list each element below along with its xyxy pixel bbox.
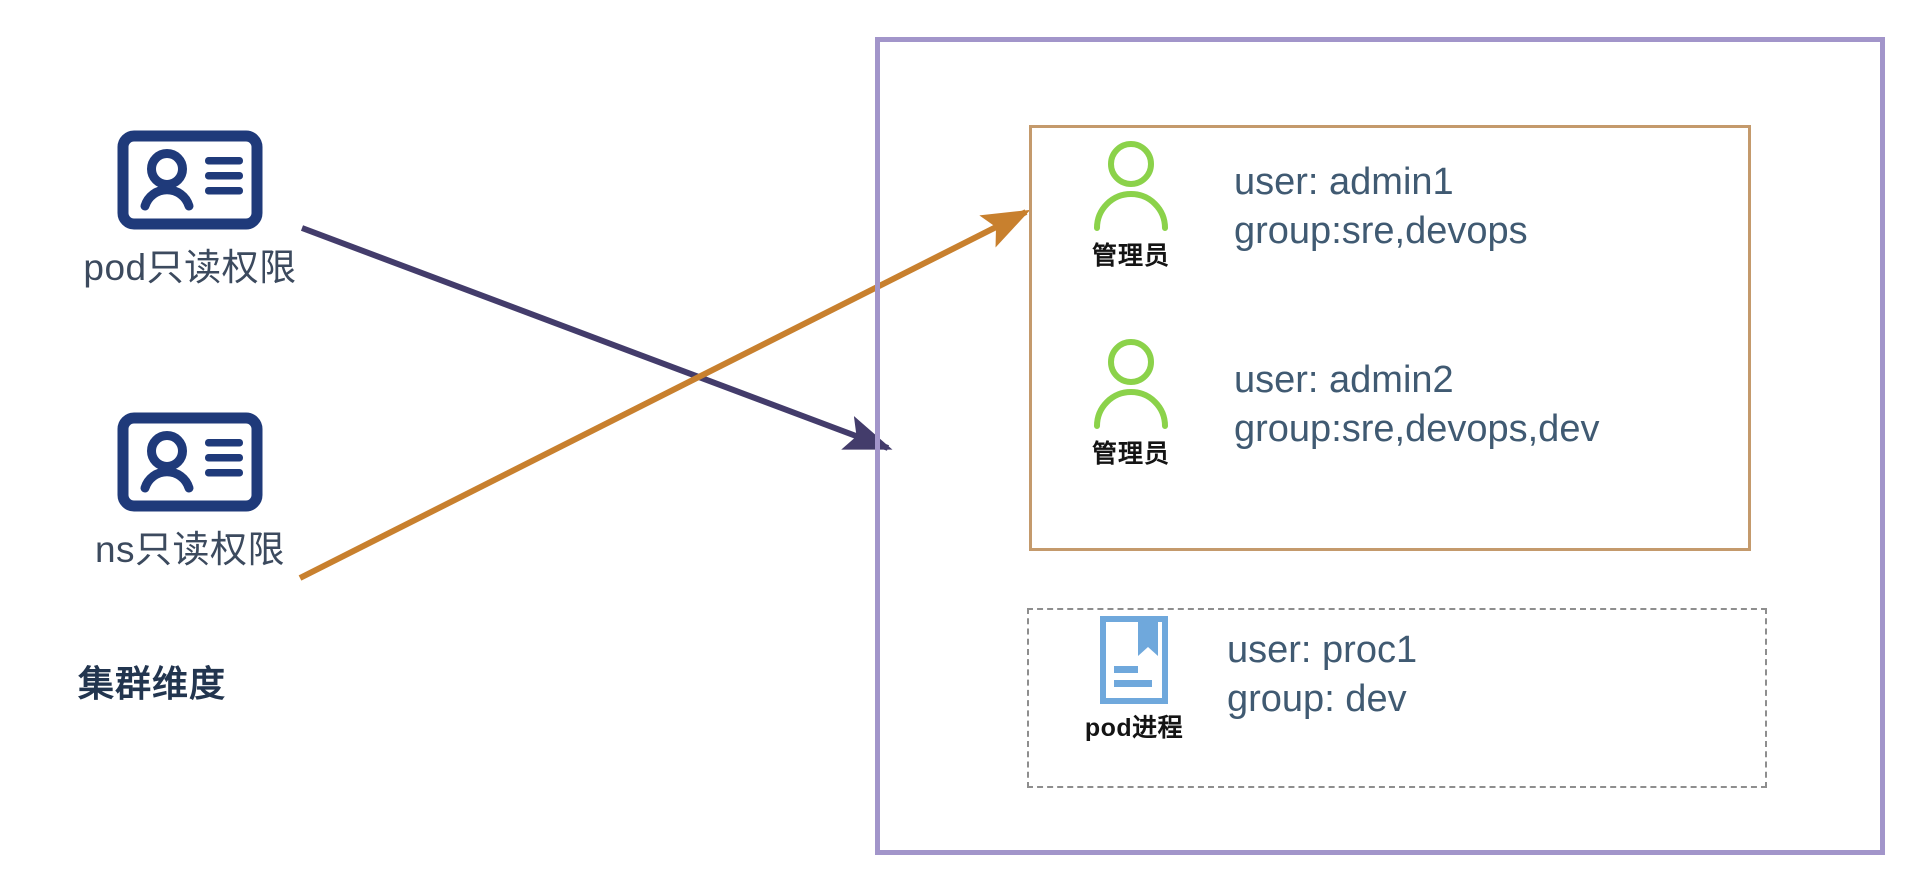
admin-identity-lines: user: admin2 group:sre,devops,dev [1234, 356, 1599, 453]
admin-user-line: user: admin2 [1234, 359, 1454, 401]
admin-group-box: 管理员 user: admin1 group:sre,devops 管理员 us… [1029, 125, 1751, 551]
id-card-icon [117, 130, 263, 230]
pod-to-cluster-arrow [300, 225, 893, 451]
pod-process-identity-lines: user: proc1 group: dev [1227, 626, 1417, 723]
admin-role-label: 管理员 [1091, 242, 1170, 270]
admin-entry-row[interactable]: 管理员 user: admin2 group:sre,devops,dev [1056, 334, 1599, 470]
admin-icon-cell: 管理员 [1056, 334, 1206, 470]
person-icon [1094, 339, 1168, 429]
id-card-icon [117, 412, 263, 512]
admin-role-label: 管理员 [1091, 440, 1170, 468]
pod-process-box: pod进程 user: proc1 group: dev [1027, 608, 1767, 788]
pod-process-role-label: pod进程 [1084, 714, 1184, 742]
admin-group-line: group:sre,devops,dev [1234, 407, 1600, 450]
cluster-dimension-label: 集群维度 [78, 663, 227, 704]
admin-group-line: group:sre,devops [1234, 209, 1528, 252]
pod-process-user-line: user: proc1 [1227, 629, 1418, 671]
node-pod-readonly[interactable]: pod只读权限 [60, 130, 320, 289]
pod-process-icon-cell: pod进程 [1071, 606, 1197, 744]
admin-icon-cell: 管理员 [1056, 136, 1206, 272]
cluster-boundary-box: 管理员 user: admin1 group:sre,devops 管理员 us… [875, 37, 1885, 855]
node-ns-label: ns只读权限 [94, 529, 286, 570]
admin-user-line: user: admin1 [1234, 161, 1454, 203]
admin-identity-lines: user: admin1 group:sre,devops [1234, 158, 1528, 255]
admin-entry-row[interactable]: 管理员 user: admin1 group:sre,devops [1056, 136, 1528, 272]
document-bookmark-icon [1100, 616, 1168, 704]
node-pod-label: pod只读权限 [83, 247, 297, 288]
node-ns-readonly[interactable]: ns只读权限 [60, 412, 320, 571]
pod-process-group-line: group: dev [1227, 677, 1407, 720]
pod-process-row[interactable]: pod进程 user: proc1 group: dev [1071, 606, 1417, 744]
person-icon [1094, 141, 1168, 231]
